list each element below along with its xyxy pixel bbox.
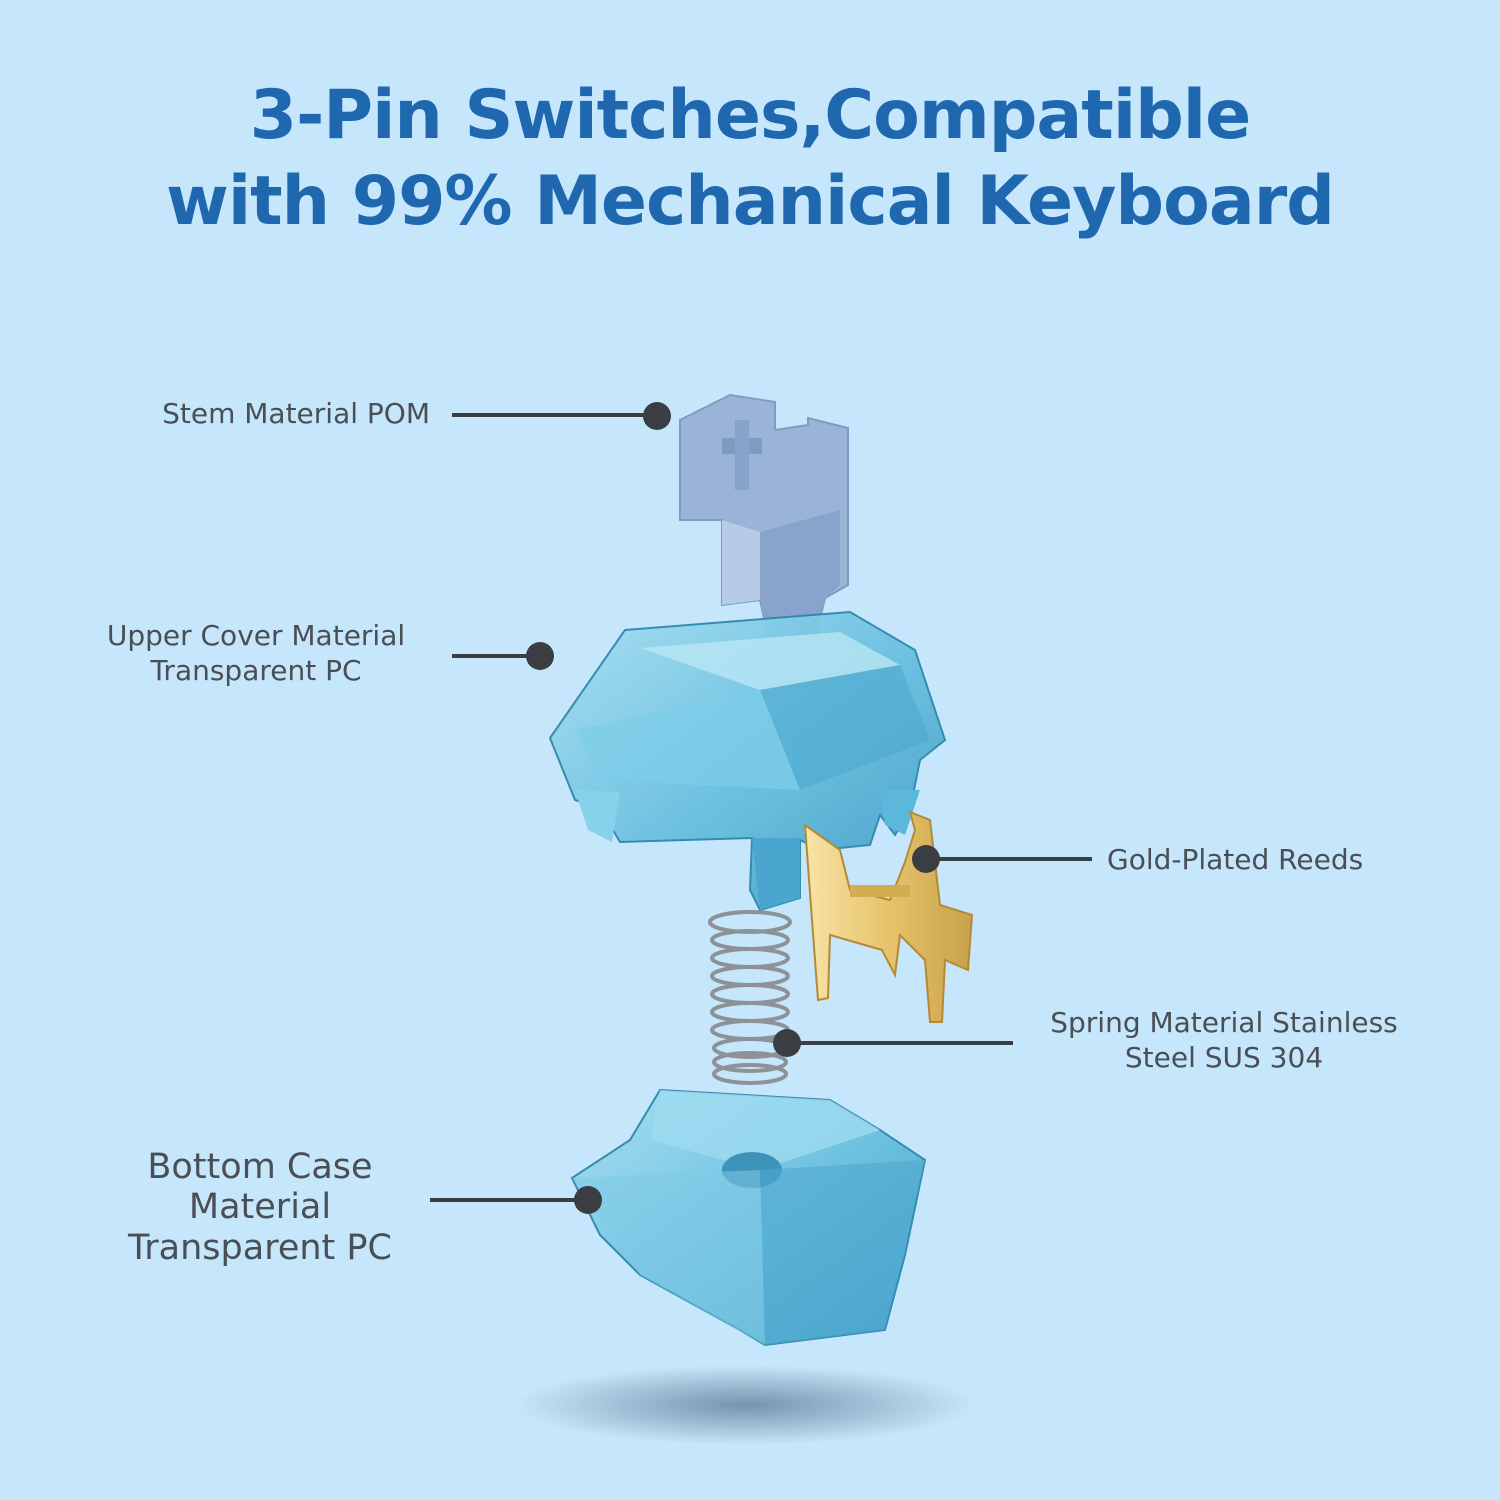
- upper-cover-part: [548, 610, 947, 912]
- callout-stem-leader: [452, 413, 657, 417]
- callout-bottom-case-leader: [430, 1198, 590, 1202]
- callout-stem-label: Stem Material POM: [162, 397, 430, 430]
- stem-part: [679, 393, 849, 685]
- headline-line-1: 3-Pin Switches,Compatible: [249, 76, 1251, 155]
- floor-shadow: [515, 1365, 975, 1445]
- callout-stem-dot: [643, 402, 671, 430]
- callout-spring-label: Spring Material Stainless Steel SUS 304: [1050, 1006, 1398, 1074]
- callout-upper-cover-label: Upper Cover Material Transparent PC: [106, 619, 406, 687]
- gold-reeds-part: [803, 810, 974, 1023]
- bottom-case-part: [570, 1088, 927, 1347]
- headline-line-2: with 99% Mechanical Keyboard: [166, 162, 1335, 241]
- callout-reeds-label: Gold-Plated Reeds: [1107, 843, 1364, 876]
- spring-part: [708, 910, 792, 1085]
- callout-bottom-case-label: Bottom Case Material Transparent PC: [128, 1147, 392, 1268]
- callout-upper-cover-leader: [452, 654, 540, 658]
- callout-upper-cover-dot: [526, 642, 554, 670]
- callout-spring-leader: [787, 1041, 1013, 1045]
- callout-bottom-case-dot: [574, 1186, 602, 1214]
- callout-reeds-leader: [926, 857, 1092, 861]
